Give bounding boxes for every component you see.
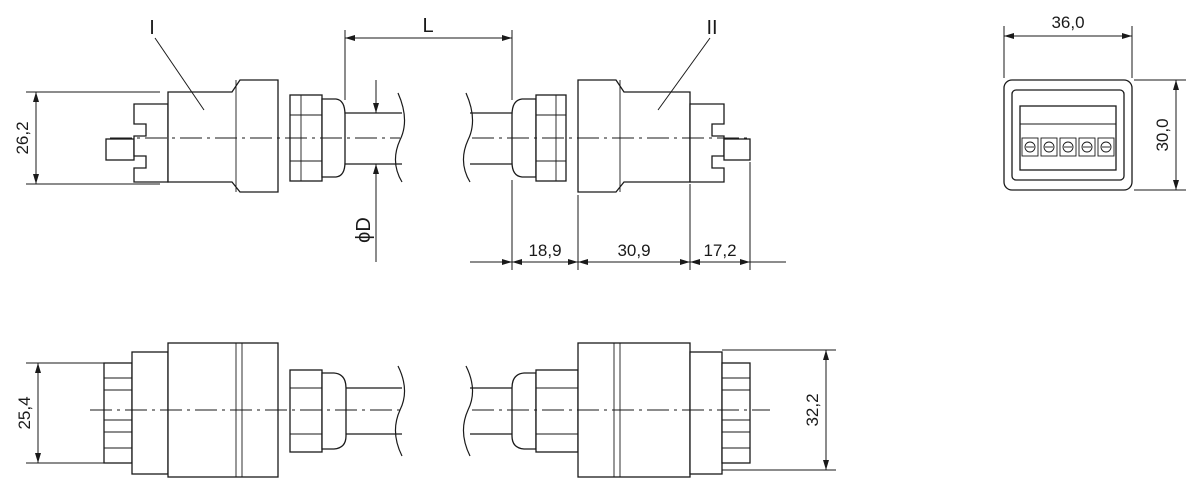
dim-width-front: 36,0 [1051,13,1084,32]
connector-2-side-view [462,79,751,193]
dim-height-side: 26,2 [13,121,32,154]
connector-2-top-view [462,342,770,478]
label-length: L [422,15,433,37]
terminal-screws [1021,137,1115,157]
dim-height-top-right: 32,2 [803,393,822,426]
latch-block-left [133,103,169,183]
pin-tip-right [723,138,751,161]
latch-block-right [689,103,725,183]
pin-row-right [721,362,751,464]
label-connector-2: II [706,17,717,39]
connector-1-top-view [90,342,406,478]
nut-top-left [289,369,323,453]
nut-top-right [535,369,579,453]
dim-tip-length: 17,2 [703,241,736,260]
pin-tip-left [105,138,135,161]
pin-row-left [103,362,133,464]
dim-body-length: 30,9 [617,241,650,260]
dim-height-front: 30,0 [1153,118,1172,151]
connector-1-side-view [105,79,406,193]
connector-housing-left [167,79,279,193]
label-connector-1: I [149,17,155,39]
connector-front-view [1003,79,1133,191]
dim-nut-length: 18,9 [528,241,561,260]
leader-line-2 [657,37,711,111]
label-diameter: ϕD [353,217,375,243]
dimension-lines [26,26,1186,471]
connector-housing-right [577,79,691,193]
leader-line-1 [154,37,205,111]
break-line-left [394,92,406,183]
dim-height-top-left: 25,4 [15,396,34,429]
break-line-right [462,92,474,183]
